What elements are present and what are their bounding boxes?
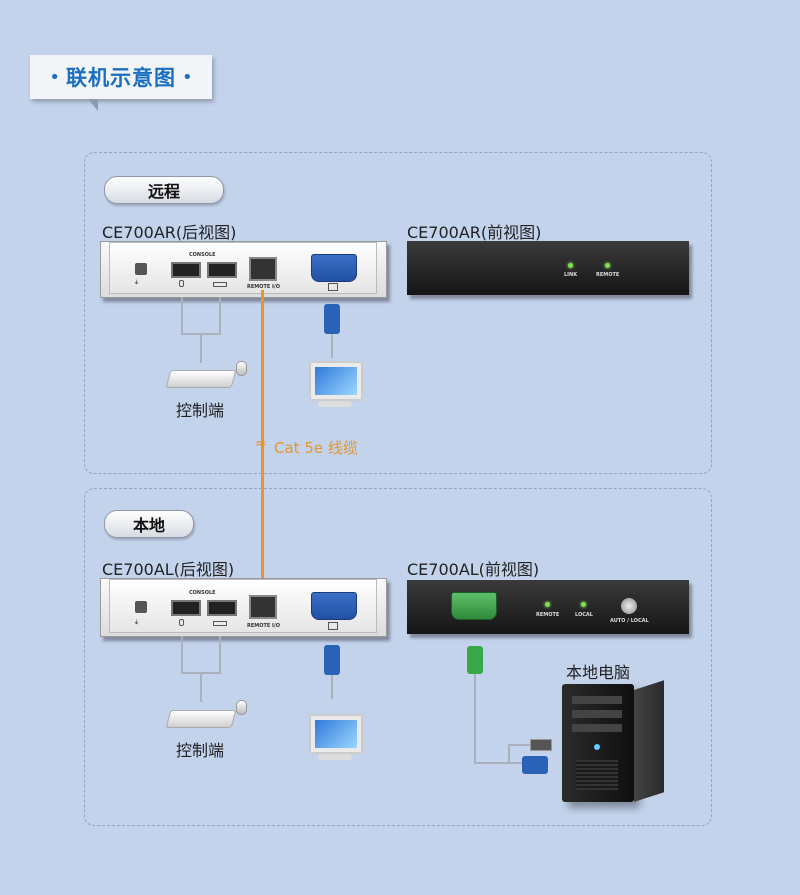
monitor-symbol-icon: [328, 283, 338, 291]
remote-back-title: CE700AR(后视图): [102, 223, 237, 242]
remote-console-tag: CONSOLE: [189, 252, 216, 258]
remote-console-label: 控制端: [176, 401, 225, 420]
local-back-panel: ⏚ CONSOLE REMOTE I/O: [100, 578, 387, 637]
local-io-tag: REMOTE I/O: [247, 623, 280, 629]
remote-led-icon: [605, 263, 610, 268]
header-badge: • 联机示意图 •: [30, 55, 212, 99]
usb-plug-icon: [530, 739, 552, 751]
usb-port-icon: [207, 262, 237, 278]
local-console-label: 控制端: [176, 741, 225, 760]
usb-port-icon: [207, 600, 237, 616]
monitor-stand-icon: [318, 401, 352, 407]
vga-plug-icon: [324, 304, 340, 334]
remote-front-panel: LINK REMOTE: [407, 241, 689, 295]
monitor-stand-icon: [318, 754, 352, 760]
local-zone: [84, 488, 712, 826]
local-auto-tag: AUTO / LOCAL: [610, 618, 649, 624]
power-jack-icon: [135, 601, 147, 613]
keyboard-symbol-icon: [213, 282, 227, 287]
rj45-port-icon: [249, 595, 277, 619]
local-local-tag: LOCAL: [575, 612, 593, 618]
remote-zone: [84, 152, 712, 474]
keyboard-icon: [165, 710, 237, 728]
monitor-symbol-icon: [328, 622, 338, 630]
keyboard-symbol-icon: [213, 621, 227, 626]
local-back-title: CE700AL(后视图): [102, 560, 235, 579]
green-vga-port-icon: [451, 592, 497, 620]
remote-link-tag: LINK: [564, 272, 578, 278]
cable-label: Cat 5e 线缆: [274, 439, 358, 457]
local-front-panel: REMOTE LOCAL AUTO / LOCAL: [407, 580, 689, 634]
remote-front-title: CE700AR(前视图): [407, 223, 542, 242]
cat5e-cable-line: [261, 290, 264, 579]
vga-port-icon: [311, 254, 357, 282]
power-jack-icon: [135, 263, 147, 275]
vga-port-icon: [311, 592, 357, 620]
local-remote-tag: REMOTE: [536, 612, 560, 618]
remote-section-pill: 远程: [104, 176, 224, 204]
header-dot-right: •: [182, 66, 193, 88]
link-led-icon: [568, 263, 573, 268]
mouse-symbol-icon: [179, 280, 184, 287]
vga-plug-icon: [324, 645, 340, 675]
pc-tower-icon: [562, 684, 634, 802]
local-front-title: CE700AL(前视图): [407, 560, 540, 579]
blue-vga-plug-icon: [522, 756, 548, 774]
usb-port-icon: [171, 262, 201, 278]
local-section-pill: 本地: [104, 510, 194, 538]
header-title: 联机示意图: [66, 66, 176, 90]
remote-led-icon: [545, 602, 550, 607]
mouse-icon: [236, 700, 247, 715]
remote-remote-tag: REMOTE: [596, 272, 620, 278]
local-console-tag: CONSOLE: [189, 590, 216, 596]
keyboard-icon: [165, 370, 237, 388]
remote-back-panel: ⏚ CONSOLE REMOTE I/O: [100, 241, 387, 298]
mouse-symbol-icon: [179, 619, 184, 626]
header-fold: [88, 99, 98, 111]
green-vga-plug-icon: [467, 646, 483, 674]
local-pc-label: 本地电脑: [566, 663, 631, 682]
rj45-port-icon: [249, 257, 277, 281]
local-led-icon: [581, 602, 586, 607]
remote-io-tag: REMOTE I/O: [247, 284, 280, 290]
header-dot-left: •: [49, 66, 60, 88]
auto-local-button-icon: [621, 598, 637, 614]
mouse-icon: [236, 361, 247, 376]
monitor-icon: [309, 714, 363, 754]
monitor-icon: [309, 361, 363, 401]
pc-tower-side-icon: [634, 680, 664, 802]
usb-port-icon: [171, 600, 201, 616]
cable-break-mark: ≈: [255, 436, 267, 452]
